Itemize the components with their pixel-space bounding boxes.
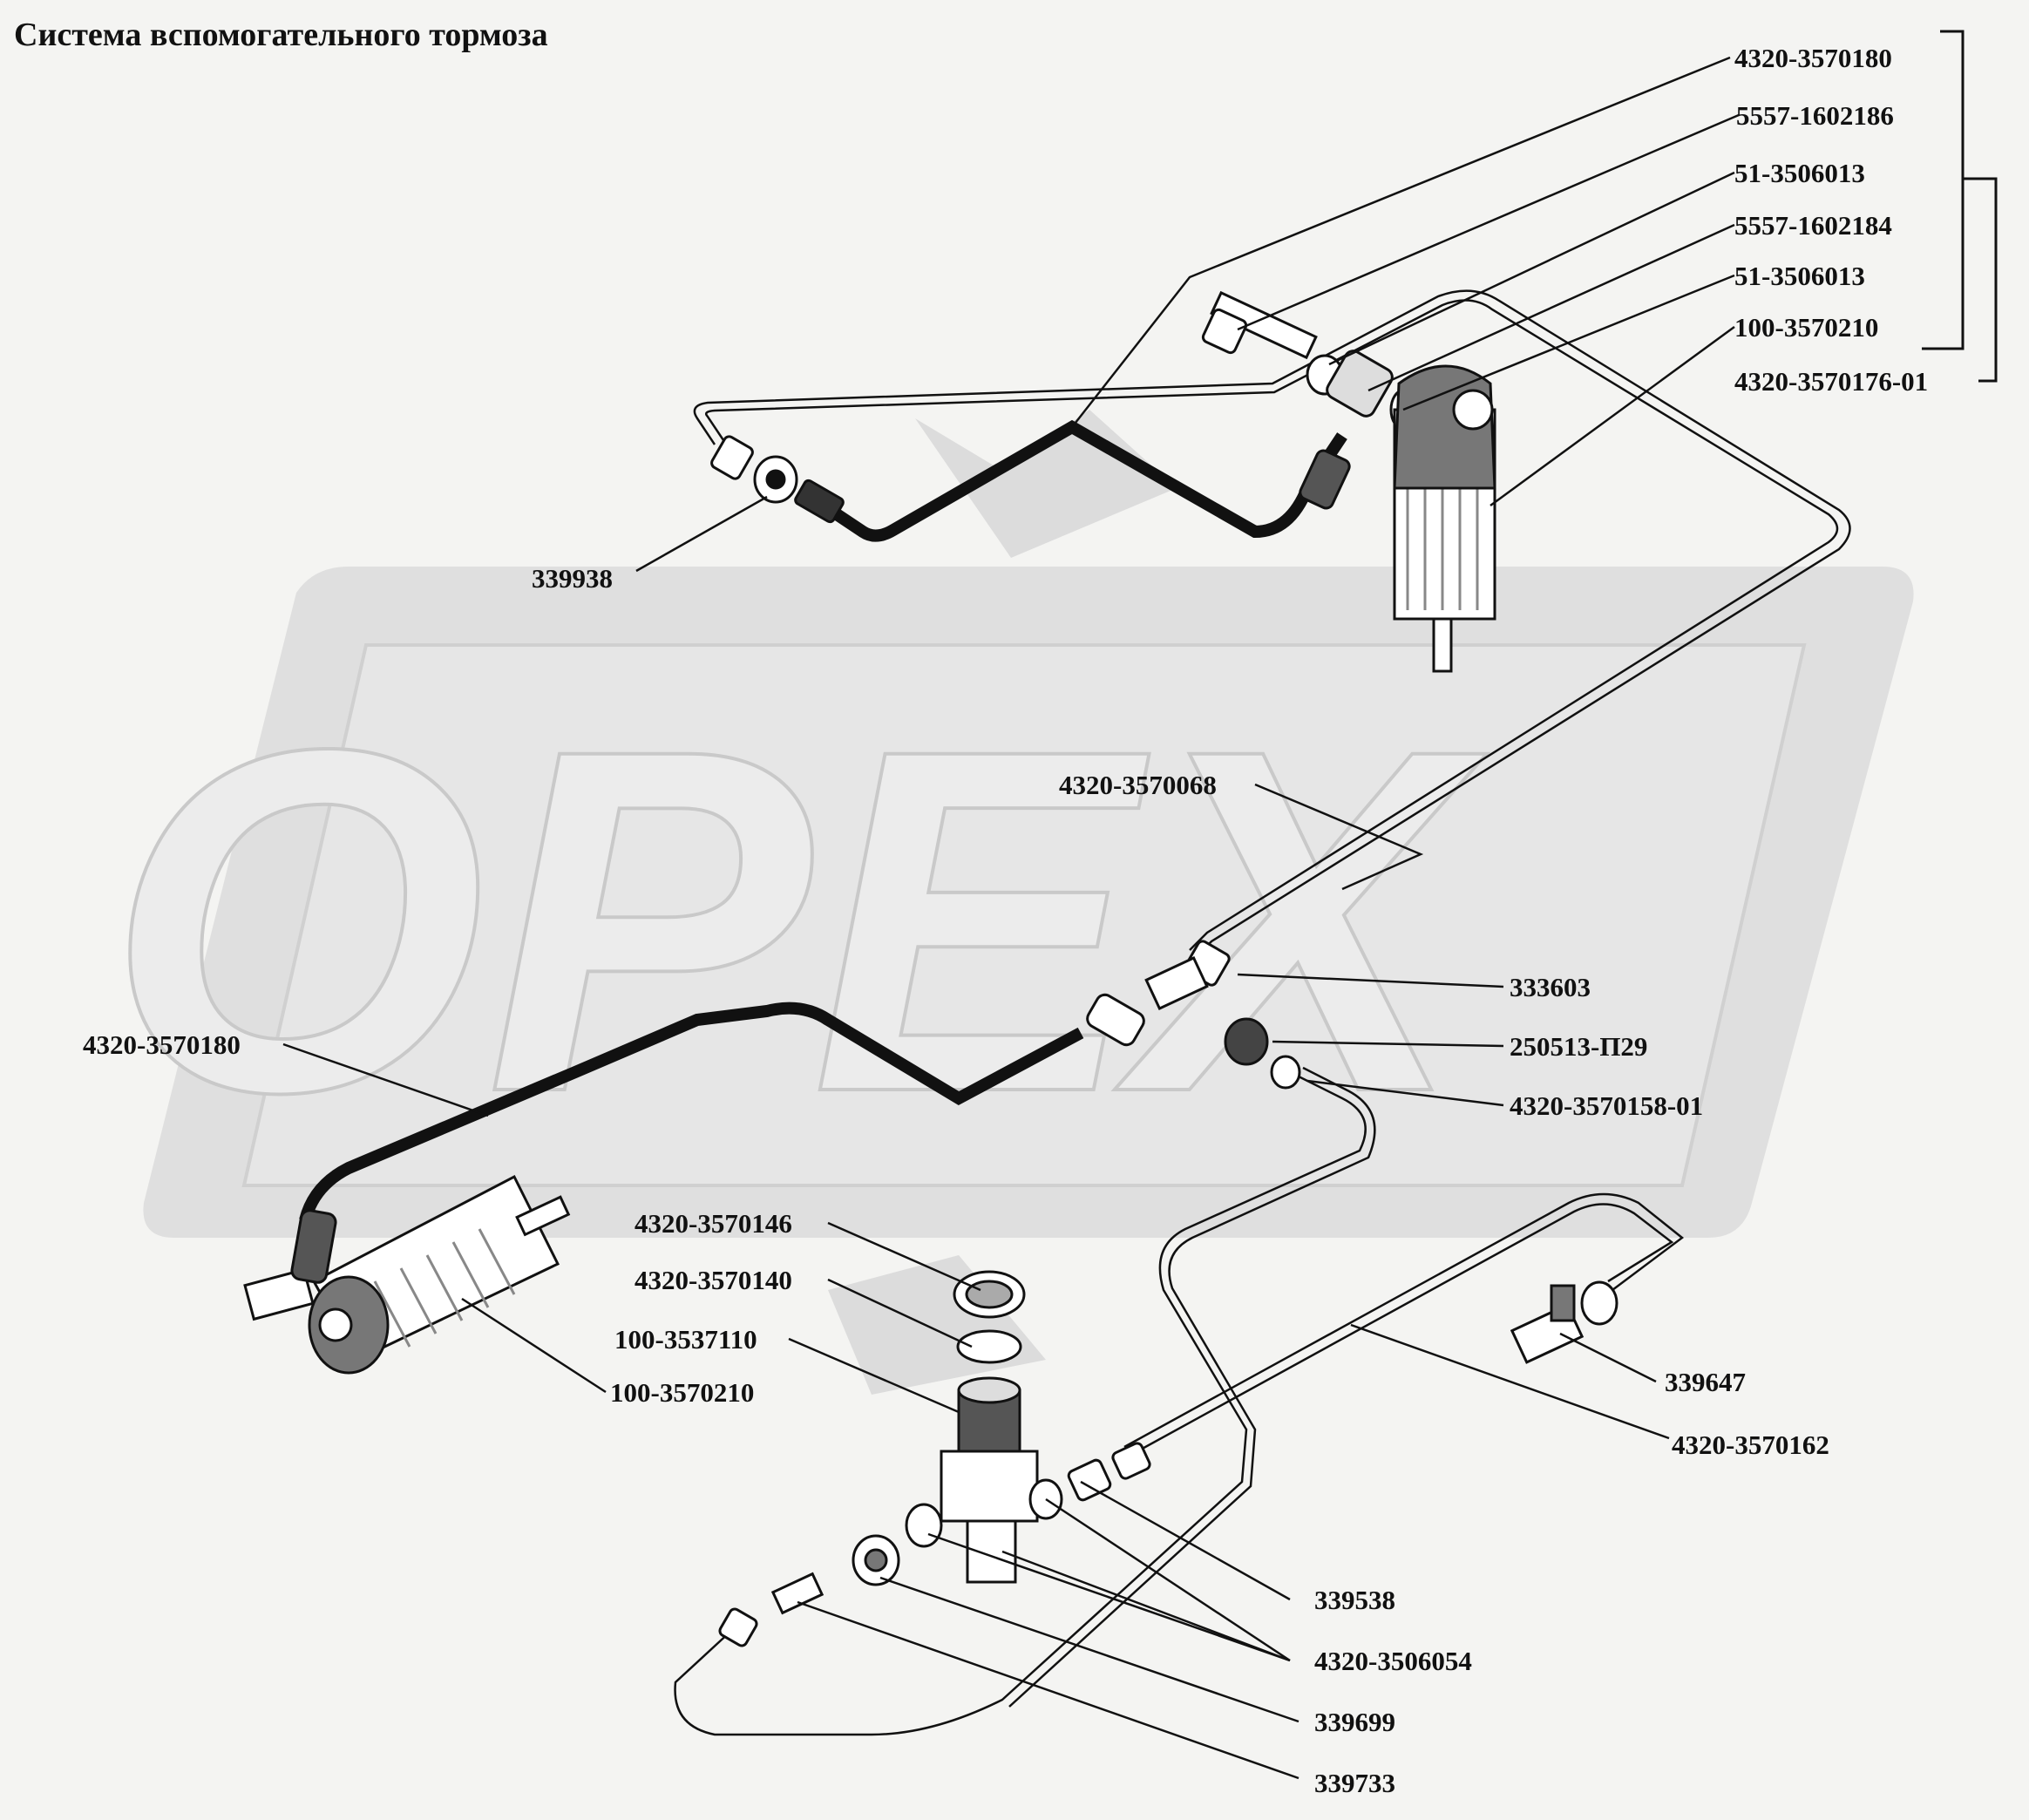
callout-label: 339699 [1314,1707,1395,1737]
page-title: Система вспомогательного тормоза [14,17,548,53]
callout-label: 339647 [1665,1367,1746,1397]
brake-cylinder-upper [1393,364,1496,673]
callout-label: 4320-3570176-01 [1734,366,1928,397]
callout-label: 4320-3570068 [1059,770,1217,800]
callout-labels: 4320-3570180 5557-1602186 51-3506013 555… [83,43,1928,1798]
callout-label: 51-3506013 [1734,261,1865,291]
callout-label: 51-3506013 [1734,158,1865,188]
callout-label: 339538 [1314,1585,1395,1615]
watermark-text: OPEX [106,648,1488,1193]
upper-hose [807,419,1347,542]
nut-fitting [710,435,754,480]
bolt-5557-1602186 [1210,290,1318,360]
callout-label: 339733 [1314,1768,1395,1798]
upper-tube [693,289,1851,960]
lower-hose [299,1002,1084,1222]
brake-cylinder-lower [243,1174,571,1375]
leader-lines [282,56,1740,1780]
callout-label: 4320-3506054 [1314,1646,1472,1676]
tee-339647 [1510,1280,1618,1364]
callout-label: 5557-1602186 [1736,100,1894,131]
callout-label: 250513-П29 [1510,1031,1647,1062]
group-bracket-2 [1963,177,1998,383]
callout-label: 100-3570210 [610,1377,754,1408]
valve-assembly [718,1270,1151,1647]
callout-label: 4320-3570158-01 [1510,1090,1703,1121]
tee-fitting-mid [1086,940,1301,1090]
callout-label: 4320-3570180 [83,1029,241,1060]
callout-label: 4320-3570146 [634,1208,792,1239]
callout-label: 4320-3570180 [1734,43,1892,73]
callout-label: 5557-1602184 [1734,210,1892,241]
callout-label: 100-3570210 [1734,312,1878,343]
callout-label: 100-3537110 [614,1324,757,1355]
group-bracket-1 [1922,30,1965,350]
callout-label: 333603 [1510,972,1591,1002]
callout-label: 4320-3570140 [634,1265,792,1295]
callout-label: 339938 [532,563,613,594]
lower-tube [674,1066,1685,1736]
callout-label: 4320-3570162 [1672,1430,1829,1460]
